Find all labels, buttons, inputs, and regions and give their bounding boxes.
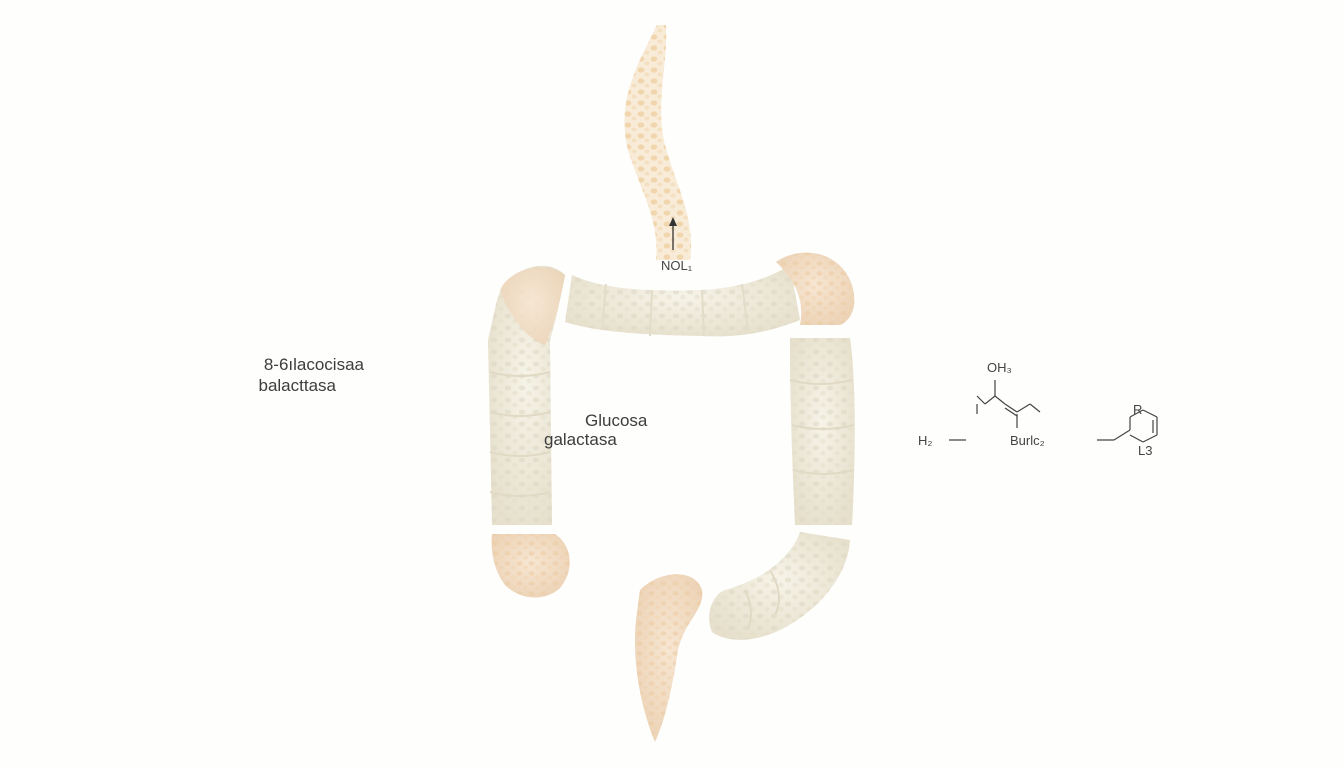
ascending-colon: [488, 265, 565, 525]
center-label-line2: galactasa: [544, 430, 617, 449]
formula-mid-label: Burlc₂: [1010, 433, 1045, 448]
formula-ring-top-label: R: [1133, 402, 1143, 417]
formula-left-label: H₂: [918, 433, 933, 448]
transverse-colon: [565, 265, 800, 337]
center-label-line1: Glucosa: [585, 411, 648, 430]
rising-plume: [624, 25, 692, 260]
left-label-line2: balacttasa: [258, 376, 337, 395]
formula-ring-bottom-label: L3: [1138, 443, 1153, 458]
sigmoid-colon: [709, 532, 850, 640]
left-label-line1: 8-6ılacocisaa: [263, 355, 364, 374]
splenic-flexure: [776, 252, 855, 325]
formula-top-label: OH₃: [987, 360, 1012, 375]
descending-colon: [789, 338, 855, 525]
rectum: [634, 574, 703, 742]
chemical-structure: [949, 380, 1158, 443]
arrow-label: NOL₁: [661, 258, 693, 273]
cecum: [491, 534, 570, 598]
up-arrow: [669, 217, 677, 250]
